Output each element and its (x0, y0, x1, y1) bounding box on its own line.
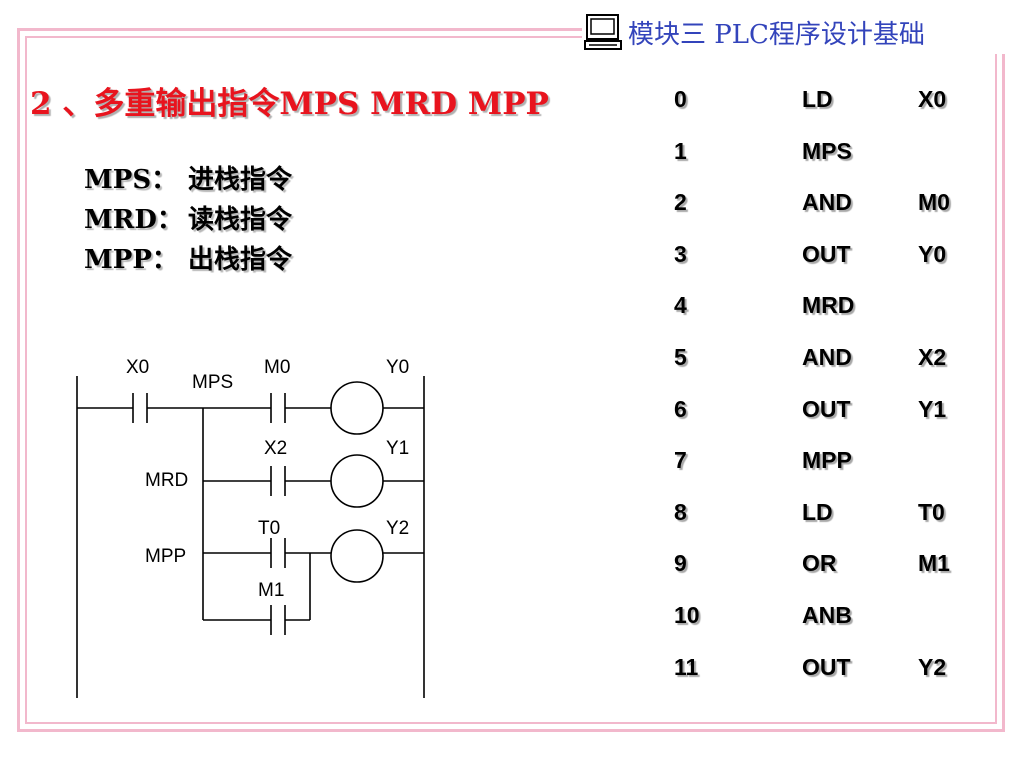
step-number: 9 (674, 550, 687, 577)
instruction-mnemonic: LD (802, 86, 833, 112)
definition-list: MPS： 进栈指令 MRD：读栈指令 MPP： 出栈指令 (84, 160, 292, 280)
step-number: 3 (674, 240, 687, 267)
instruction-operand: M0 (918, 189, 950, 216)
instruction-row: 5 AND X2 (674, 344, 1004, 396)
instruction-row: 9 OR M1 (674, 550, 1004, 602)
coil-y1-symbol (330, 454, 384, 508)
contact-x2-label: X2 (264, 438, 287, 459)
contact-t0-label: T0 (258, 518, 280, 539)
stack-label-mrd: MRD (145, 470, 188, 491)
step-number: 6 (674, 395, 687, 422)
instruction-mnemonic: MPP (802, 447, 852, 474)
module-title: 模块三 PLC程序设计基础 (628, 19, 925, 50)
instruction-mnemonic: AND (802, 343, 852, 370)
step-number: 4 (674, 292, 687, 319)
instruction-row: 8 LD T0 (674, 499, 1004, 551)
instruction-row: 10 ANB (674, 602, 1004, 654)
instruction-operand: X0 (918, 86, 947, 112)
ladder-diagram: X0 MPS M0 Y0 X2 Y1 MRD T0 Y2 MPP M1 (76, 357, 425, 698)
instruction-mnemonic: OUT (802, 240, 851, 267)
instruction-operand: X2 (918, 343, 947, 370)
definition-mrd: MRD：读栈指令 (84, 200, 292, 240)
instruction-row: 0 LD X0 (674, 86, 1004, 138)
definition-desc: 进栈指令 (188, 165, 293, 195)
module-header: 模块三 PLC程序设计基础 (582, 10, 1018, 54)
coil-y1-label: Y1 (386, 438, 409, 459)
definition-mpp: MPP： 出栈指令 (84, 240, 292, 280)
coil-y2-symbol (330, 529, 384, 583)
definition-term: MPP： (84, 245, 178, 275)
coil-y0-symbol (330, 381, 384, 435)
stack-label-mpp: MPP (145, 546, 186, 567)
instruction-operand: M1 (918, 550, 950, 577)
instruction-mnemonic: LD (802, 498, 833, 525)
instruction-row: 3 OUT Y0 (674, 241, 1004, 293)
instruction-mnemonic: MPS (802, 137, 852, 164)
coil-y2-label: Y2 (386, 518, 409, 539)
instruction-row: 1 MPS (674, 138, 1004, 190)
instruction-mnemonic: MRD (802, 292, 855, 319)
step-number: 0 (674, 86, 687, 112)
contact-m0-label: M0 (264, 357, 290, 378)
contact-x0-label: X0 (126, 357, 149, 378)
stack-label-mps: MPS (192, 372, 233, 393)
step-number: 2 (674, 189, 687, 216)
definition-desc: 出栈指令 (188, 245, 293, 275)
definition-desc: 读栈指令 (188, 205, 293, 235)
definition-term: MRD： (84, 205, 183, 235)
instruction-operand: T0 (918, 498, 945, 525)
instruction-operand: Y2 (918, 653, 947, 680)
slide-frame-inner (25, 36, 997, 724)
instruction-operand: Y1 (918, 395, 947, 422)
definition-mps: MPS： 进栈指令 (84, 160, 292, 200)
instruction-row: 11 OUT Y2 (674, 654, 1004, 706)
step-number: 11 (674, 653, 699, 680)
instruction-mnemonic: AND (802, 189, 852, 216)
slide-frame-outer (17, 28, 1005, 732)
instruction-row: 4 MRD (674, 292, 1004, 344)
step-number: 10 (674, 601, 700, 628)
section-title: 2 、多重输出指令MPS MRD MPP (30, 86, 549, 122)
coil-y0-label: Y0 (386, 357, 409, 378)
instruction-row: 6 OUT Y1 (674, 396, 1004, 448)
instruction-row: 2 AND M0 (674, 189, 1004, 241)
instruction-mnemonic: OR (802, 550, 837, 577)
instruction-mnemonic: ANB (802, 601, 852, 628)
step-number: 7 (674, 447, 687, 474)
instruction-mnemonic: OUT (802, 395, 851, 422)
contact-m1-label: M1 (258, 580, 284, 601)
instruction-mnemonic: OUT (802, 653, 851, 680)
definition-term: MPS： (84, 165, 178, 195)
instruction-row: 7 MPP (674, 447, 1004, 499)
monitor-icon (584, 14, 622, 50)
step-number: 8 (674, 498, 687, 525)
instruction-operand: Y0 (918, 240, 947, 267)
step-number: 5 (674, 343, 687, 370)
step-number: 1 (674, 137, 687, 164)
